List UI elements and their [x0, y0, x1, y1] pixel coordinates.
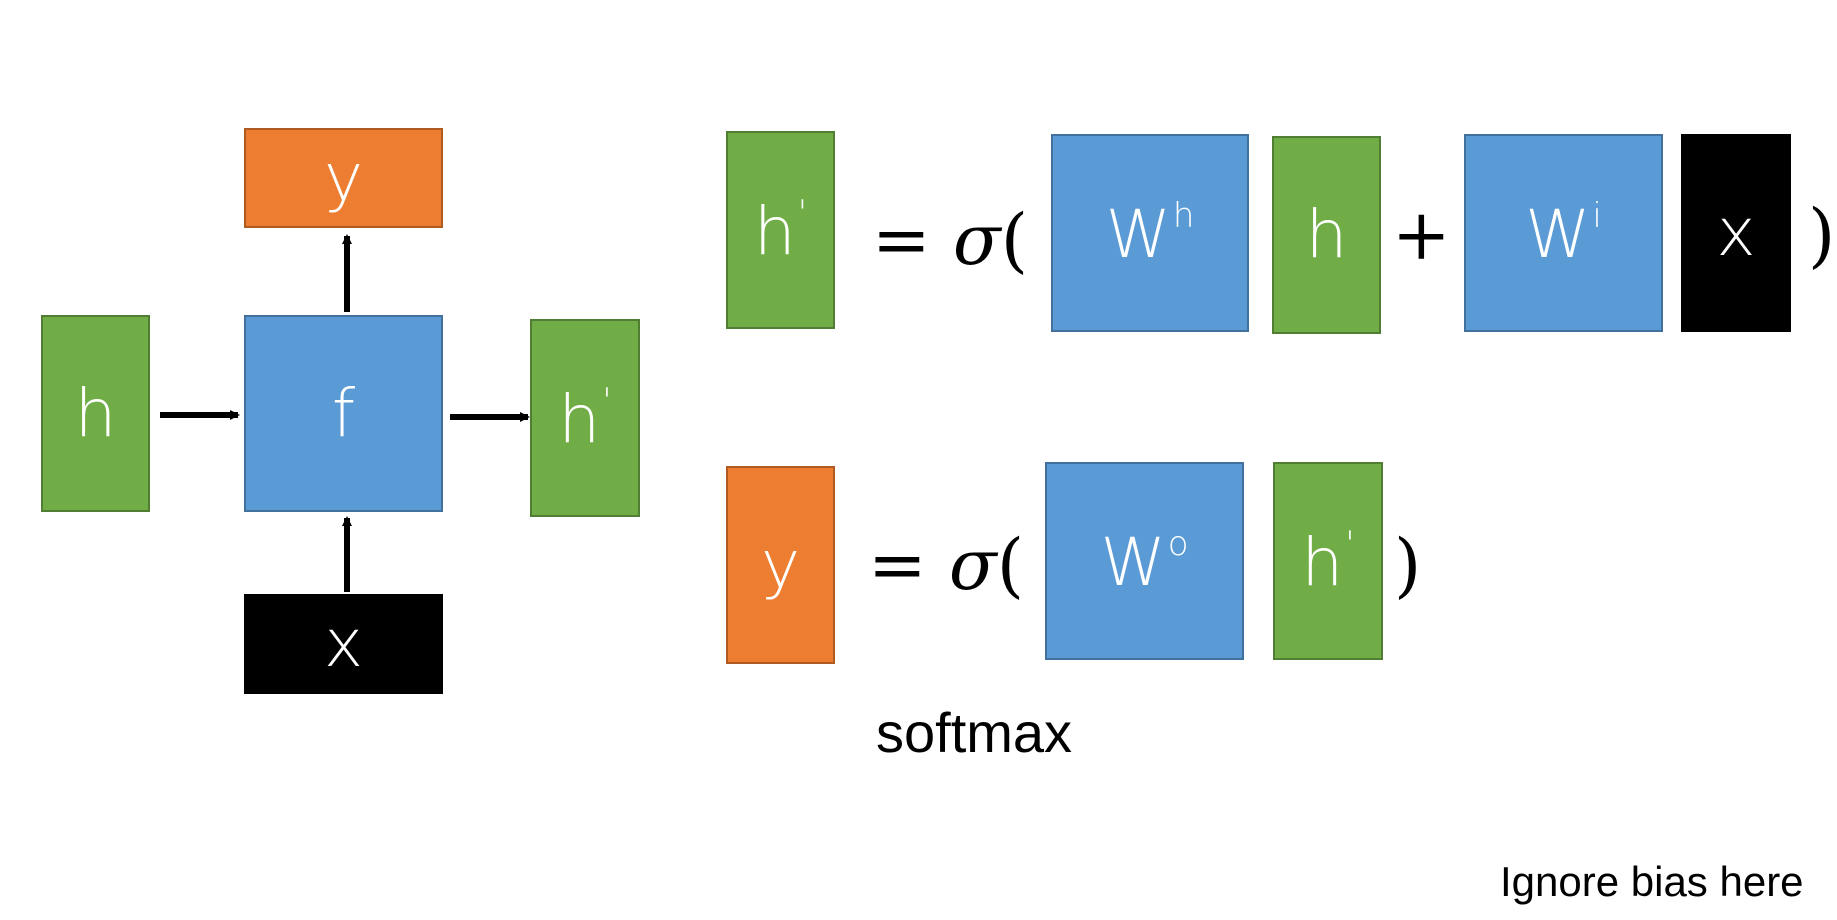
- eq1-wi-label: Wi: [1525, 195, 1602, 273]
- eq1-x-label: x: [1716, 194, 1756, 271]
- eq1-sigma: σ: [952, 199, 1001, 281]
- eq1-open-paren: (: [1000, 199, 1029, 281]
- cell-f-label: f: [331, 374, 356, 452]
- eq1-h-box: h: [1272, 136, 1381, 334]
- output-y-box: y: [244, 128, 443, 228]
- eq2-equals: =: [868, 524, 927, 606]
- footnote-ignore-bias: Ignore bias here: [1500, 858, 1804, 905]
- input-x-label: x: [323, 605, 364, 682]
- eq2-open-paren: (: [996, 524, 1025, 606]
- output-y-label: y: [323, 139, 364, 216]
- input-h-label: h: [74, 374, 117, 452]
- eq1-plus: +: [1392, 194, 1451, 276]
- eq1-close-paren: ): [1808, 194, 1836, 276]
- output-h-prime-label: h': [558, 380, 612, 458]
- softmax-note: softmax: [876, 701, 1073, 764]
- eq2-h-prime-box: h': [1273, 462, 1383, 660]
- input-x-box: x: [244, 594, 443, 694]
- eq2-wo-label: Wo: [1100, 523, 1189, 601]
- cell-f-box: f: [244, 315, 443, 512]
- eq1-x-box: x: [1681, 134, 1791, 332]
- eq2-lhs-label: y: [760, 526, 801, 603]
- eq2-h-prime-label: h': [1301, 523, 1355, 601]
- eq2-equals-sigma: = σ(: [868, 530, 1024, 600]
- eq1-wi-box: Wi: [1464, 134, 1663, 332]
- eq2-sigma: σ: [948, 524, 997, 606]
- eq1-equals-sigma: = σ(: [872, 205, 1028, 275]
- eq1-h-label: h: [1305, 196, 1348, 273]
- eq1-lhs-h-prime-box: h': [726, 131, 835, 329]
- eq2-wo-box: Wo: [1045, 462, 1244, 660]
- eq1-wh-label: Wh: [1105, 195, 1195, 273]
- eq1-wh-box: Wh: [1051, 134, 1249, 332]
- eq2-close-paren: ): [1394, 524, 1422, 606]
- eq2-lhs-y-box: y: [726, 466, 835, 664]
- eq1-equals: =: [872, 199, 931, 281]
- eq1-lhs-label: h': [753, 192, 808, 270]
- output-h-prime-box: h': [530, 319, 640, 517]
- input-h-box: h: [41, 315, 150, 512]
